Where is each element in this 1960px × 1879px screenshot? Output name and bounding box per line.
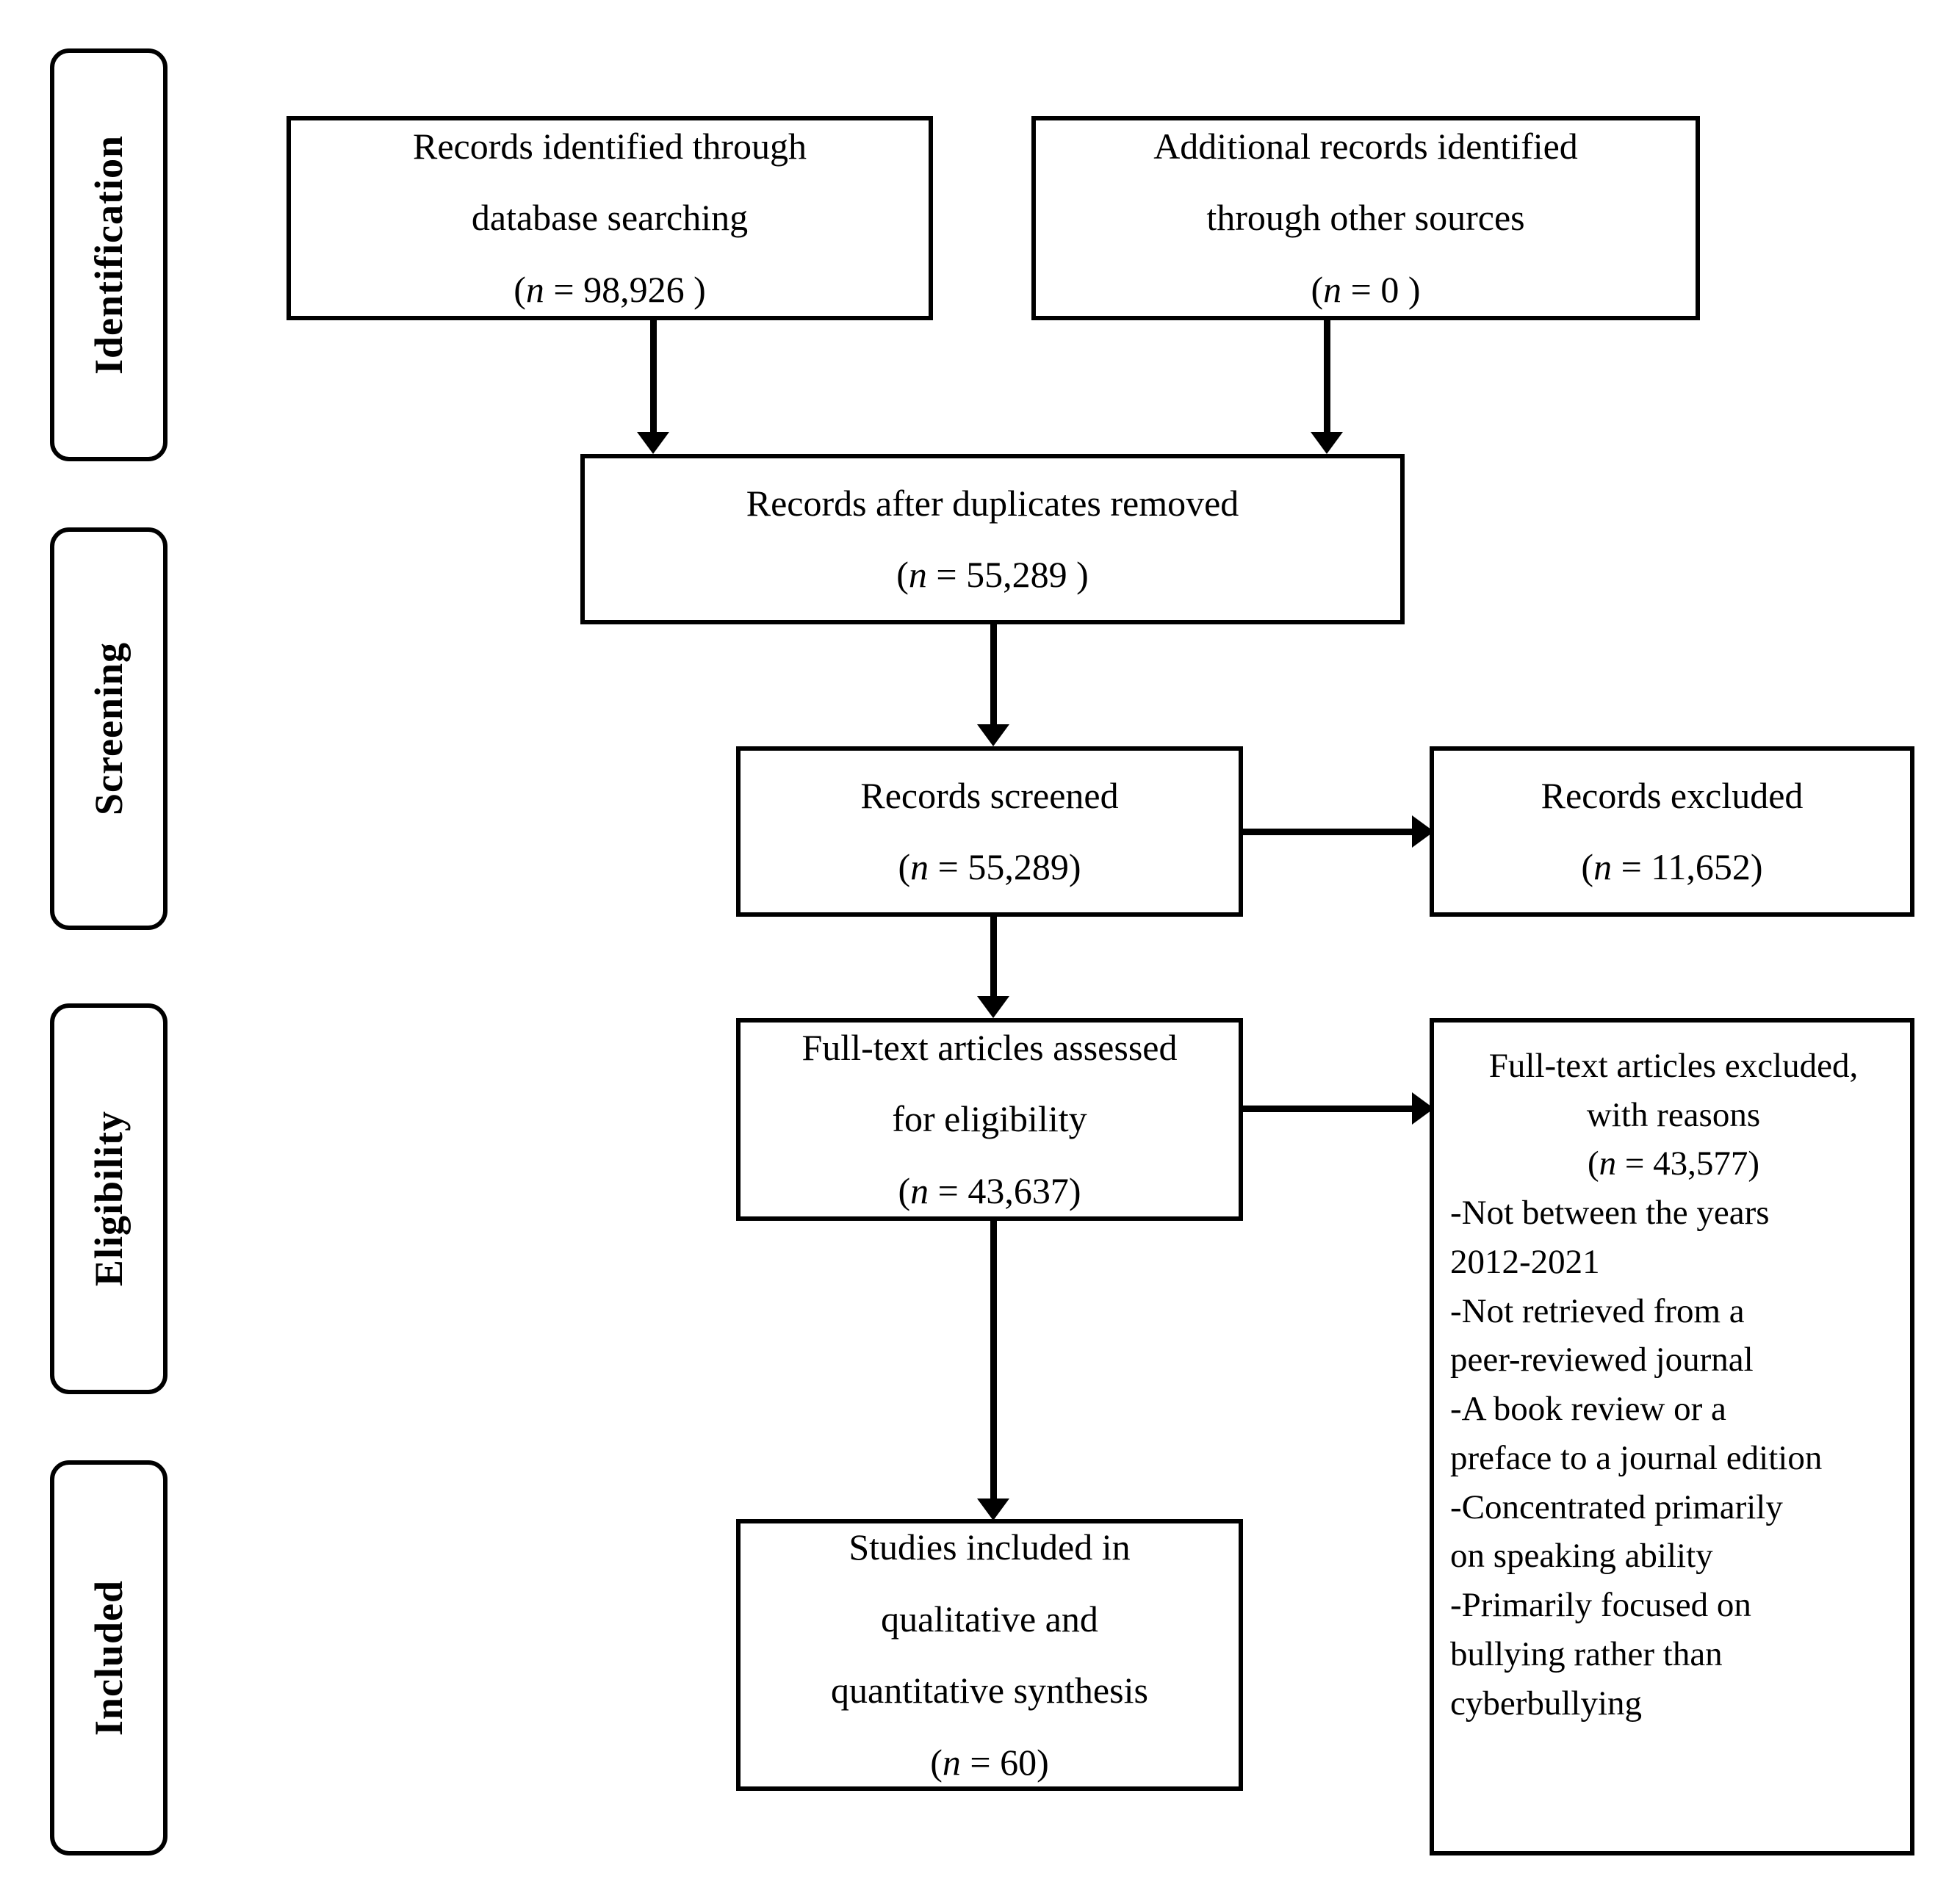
stage-included-label: Included bbox=[87, 1579, 131, 1736]
reason-line: -A book review or a bbox=[1450, 1390, 1726, 1429]
reason-line: 2012-2021 bbox=[1450, 1242, 1600, 1281]
node-line: Records after duplicates removed bbox=[746, 482, 1239, 524]
stage-included: Included bbox=[50, 1460, 167, 1855]
reason-line: cyberbullying bbox=[1450, 1684, 1643, 1723]
node-line: for eligibility bbox=[892, 1098, 1087, 1140]
node-line: qualitative and bbox=[881, 1598, 1098, 1640]
node-line: Additional records identified bbox=[1153, 125, 1578, 167]
reason-line: -Primarily focused on bbox=[1450, 1586, 1751, 1625]
node-count: (n = 60) bbox=[930, 1741, 1049, 1783]
node-records-excluded: Records excluded (n = 11,652) bbox=[1430, 746, 1914, 917]
node-count: (n = 55,289 ) bbox=[896, 554, 1089, 595]
arrowhead-other-to-dedupe bbox=[1311, 432, 1343, 454]
node-line: Studies included in bbox=[849, 1526, 1131, 1568]
connector-dedupe-to-screened bbox=[990, 624, 997, 733]
stage-eligibility: Eligibility bbox=[50, 1003, 167, 1394]
stage-screening: Screening bbox=[50, 527, 167, 930]
node-additional-records-other-sources: Additional records identified through ot… bbox=[1031, 116, 1700, 320]
connector-screened-to-fulltext bbox=[990, 917, 997, 1005]
connector-other-to-dedupe bbox=[1324, 320, 1330, 441]
stage-identification: Identification bbox=[50, 48, 167, 461]
arrowhead-screened-to-fulltext bbox=[977, 996, 1009, 1018]
node-fulltext-excluded-with-reasons: Full-text articles excluded, with reason… bbox=[1430, 1018, 1914, 1855]
node-line: Records screened bbox=[860, 774, 1119, 816]
reason-line: -Not retrieved from a bbox=[1450, 1291, 1745, 1330]
reason-line: -Concentrated primarily bbox=[1450, 1487, 1783, 1526]
reason-line: on speaking ability bbox=[1450, 1537, 1713, 1576]
node-count: (n = 0 ) bbox=[1311, 268, 1421, 310]
node-line: quantitative synthesis bbox=[831, 1670, 1148, 1711]
arrowhead-fulltext-to-included bbox=[977, 1498, 1009, 1521]
node-count: (n = 55,289) bbox=[898, 846, 1081, 887]
reasons-header-line: Full-text articles excluded, bbox=[1488, 1047, 1859, 1085]
stage-eligibility-label: Eligibility bbox=[87, 1111, 131, 1287]
connector-fulltext-to-excluded bbox=[1243, 1106, 1428, 1112]
stage-screening-label: Screening bbox=[87, 642, 131, 815]
node-line: through other sources bbox=[1206, 197, 1525, 239]
node-line: Records excluded bbox=[1541, 774, 1804, 816]
node-records-after-duplicates-removed: Records after duplicates removed (n = 55… bbox=[580, 454, 1405, 624]
node-line: database searching bbox=[471, 197, 749, 239]
reason-line: bullying rather than bbox=[1450, 1634, 1723, 1673]
reasons-header-line: with reasons bbox=[1586, 1095, 1761, 1134]
node-studies-included-synthesis: Studies included in qualitative and quan… bbox=[736, 1519, 1243, 1791]
stage-identification-label: Identification bbox=[87, 134, 131, 375]
reason-line: -Not between the years bbox=[1450, 1194, 1770, 1233]
reason-line: peer-reviewed journal bbox=[1450, 1341, 1754, 1380]
connector-db-to-dedupe bbox=[650, 320, 657, 441]
arrowhead-db-to-dedupe bbox=[637, 432, 669, 454]
node-line: Records identified through bbox=[413, 125, 807, 167]
reasons-count: (n = 43,577) bbox=[1587, 1144, 1760, 1183]
reason-line: preface to a journal edition bbox=[1450, 1438, 1823, 1477]
node-fulltext-assessed-eligibility: Full-text articles assessed for eligibil… bbox=[736, 1018, 1243, 1221]
node-records-identified-database: Records identified through database sear… bbox=[287, 116, 933, 320]
connector-fulltext-to-included bbox=[990, 1221, 997, 1507]
arrowhead-dedupe-to-screened bbox=[977, 724, 1009, 746]
node-count: (n = 98,926 ) bbox=[514, 268, 706, 310]
node-line: Full-text articles assessed bbox=[801, 1026, 1178, 1068]
node-count: (n = 11,652) bbox=[1581, 846, 1763, 887]
connector-screened-to-excluded bbox=[1243, 829, 1428, 835]
node-records-screened: Records screened (n = 55,289) bbox=[736, 746, 1243, 917]
node-count: (n = 43,637) bbox=[898, 1169, 1081, 1211]
